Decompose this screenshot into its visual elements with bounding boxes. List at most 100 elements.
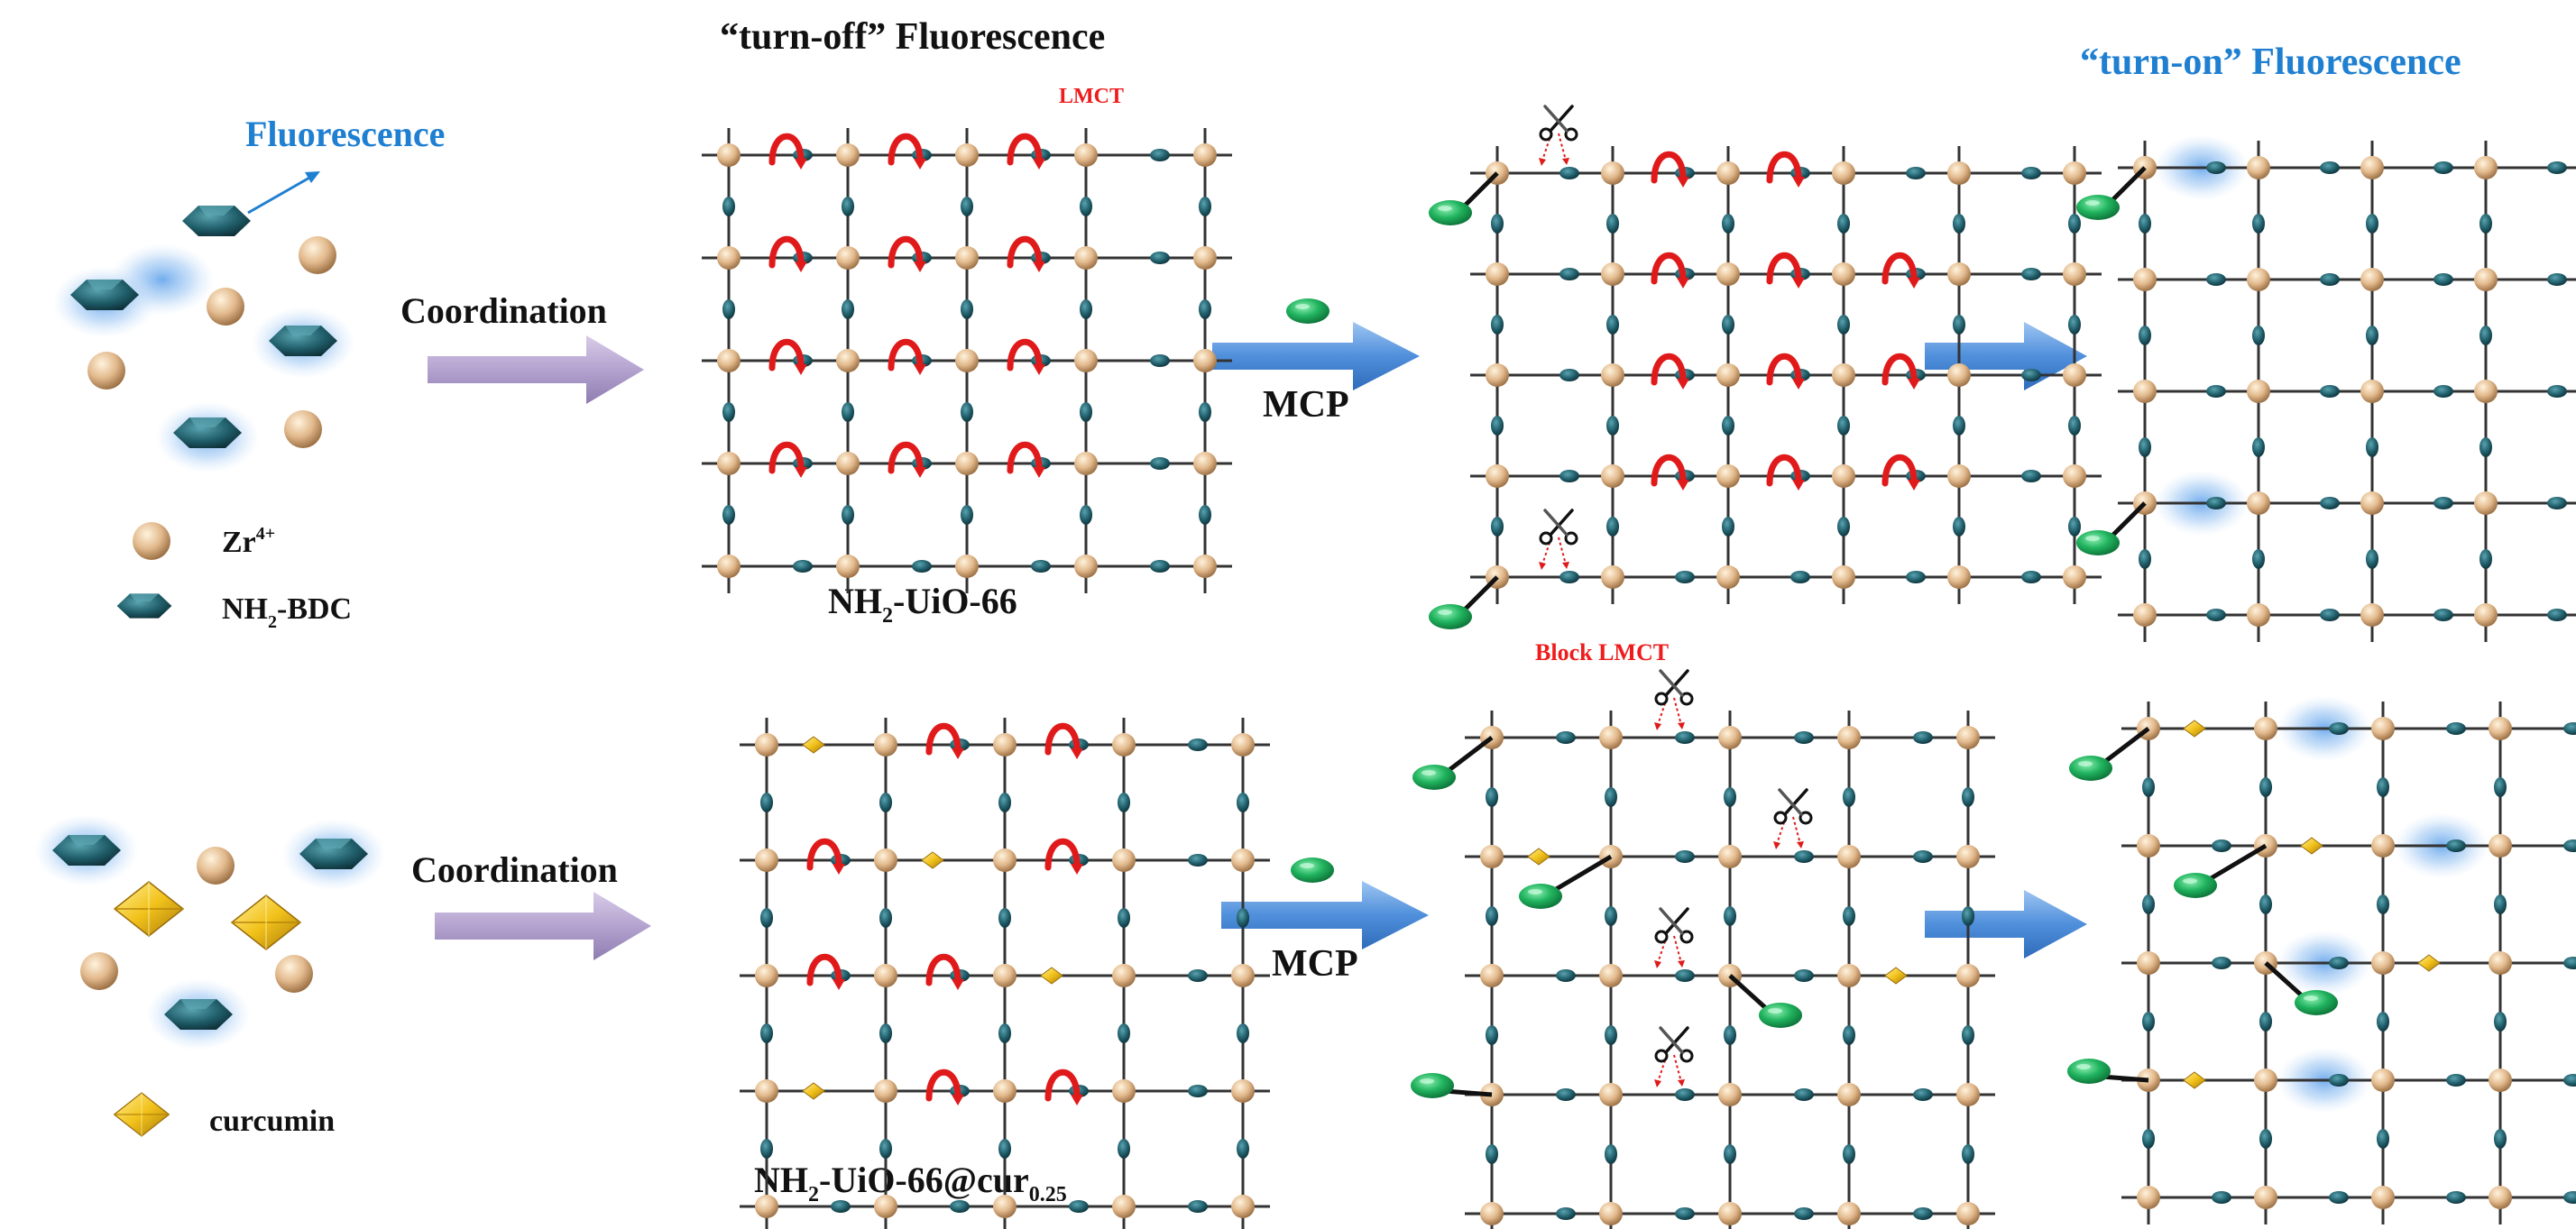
lmct-arc-icon bbox=[929, 1072, 964, 1105]
zr-node-icon bbox=[2063, 363, 2086, 387]
lmct-arc-icon bbox=[1885, 255, 1920, 289]
zr-sphere-icon bbox=[284, 410, 322, 448]
linker-icon bbox=[1559, 268, 1579, 280]
linker-icon bbox=[1491, 315, 1504, 335]
turn-off-heading: “turn-off” Fluorescence bbox=[720, 16, 1105, 58]
zr-node-icon bbox=[755, 1195, 778, 1218]
linker-icon bbox=[2021, 268, 2041, 280]
linker-icon bbox=[2139, 214, 2151, 234]
linker-icon bbox=[2547, 609, 2567, 621]
linker-icon bbox=[2068, 517, 2081, 537]
linker-icon bbox=[1605, 787, 1617, 807]
linker-icon bbox=[1031, 560, 1051, 573]
linker-icon bbox=[1722, 214, 1734, 234]
mcp-bond bbox=[2109, 166, 2147, 204]
zr-node-icon bbox=[1947, 161, 1971, 185]
linker-icon bbox=[2446, 1191, 2466, 1204]
linker-icon bbox=[998, 908, 1011, 928]
zr-node-icon bbox=[1832, 262, 1855, 286]
linker-icon bbox=[1913, 731, 1933, 744]
linker-icon bbox=[2329, 1191, 2349, 1204]
linker-icon bbox=[1080, 197, 1092, 216]
lmct-arc-icon bbox=[1654, 154, 1689, 188]
mcp-enzyme-icon bbox=[1286, 298, 1329, 324]
linker-icon bbox=[2259, 1012, 2272, 1032]
lmct-arc-icon bbox=[1770, 457, 1805, 491]
mcp-bond bbox=[2206, 843, 2268, 883]
zr-node-icon bbox=[1947, 464, 1971, 488]
zr-node-icon bbox=[993, 1195, 1017, 1218]
linker-icon bbox=[760, 1139, 773, 1159]
linker-icon bbox=[1722, 315, 1734, 335]
nh2-bdc-linker-icon bbox=[182, 206, 251, 236]
lmct-arc-icon bbox=[1885, 356, 1920, 390]
zr-node-icon bbox=[1718, 845, 1742, 868]
linker-icon bbox=[1724, 1144, 1736, 1164]
zr-node-icon bbox=[1837, 1202, 1861, 1225]
linker-icon bbox=[722, 505, 735, 525]
linker-icon bbox=[2377, 894, 2389, 914]
linker-icon bbox=[722, 197, 735, 216]
zr-node-icon bbox=[2247, 156, 2270, 179]
linker-icon bbox=[1559, 167, 1579, 179]
linker-icon bbox=[2206, 497, 2226, 509]
linker-icon bbox=[2252, 549, 2265, 569]
mcp-enzyme-icon bbox=[2174, 873, 2217, 898]
linker-icon bbox=[1237, 793, 1249, 812]
linker-icon bbox=[1486, 1144, 1498, 1164]
zr-node-icon bbox=[2489, 717, 2512, 740]
linker-icon bbox=[1080, 402, 1092, 422]
linker-icon bbox=[2494, 894, 2507, 914]
zr-node-icon bbox=[874, 964, 897, 987]
linker-icon bbox=[1150, 354, 1170, 367]
curcumin-icon bbox=[2417, 954, 2441, 972]
zr-node-icon bbox=[1074, 555, 1098, 578]
zr-node-icon bbox=[1231, 964, 1255, 987]
zr-node-icon bbox=[1231, 1195, 1255, 1218]
linker-icon bbox=[2142, 1129, 2155, 1149]
linker-icon bbox=[1150, 560, 1170, 573]
zr-node-icon bbox=[955, 246, 979, 270]
lmct-arc-icon bbox=[1010, 136, 1045, 170]
linker-icon bbox=[1953, 416, 1965, 436]
linker-icon bbox=[1605, 1144, 1617, 1164]
mcp-enzyme-icon bbox=[1411, 1073, 1454, 1098]
linker-icon bbox=[879, 793, 892, 812]
linker-icon bbox=[998, 793, 1011, 812]
linker-icon bbox=[2377, 777, 2389, 797]
block-lmct-label: Block LMCT bbox=[1535, 639, 1669, 665]
zr-sphere-icon bbox=[87, 352, 125, 390]
zr-node-icon bbox=[2360, 380, 2384, 403]
zr-node-icon bbox=[836, 452, 860, 475]
zr-node-icon bbox=[874, 1079, 897, 1103]
zr-node-icon bbox=[2371, 1186, 2395, 1209]
linker-icon bbox=[1605, 906, 1617, 926]
linker-icon bbox=[1675, 969, 1695, 982]
zr-node-icon bbox=[993, 1079, 1017, 1103]
linker-icon bbox=[2021, 167, 2041, 179]
zr-node-icon bbox=[1074, 452, 1098, 475]
legend-curcumin-label: curcumin bbox=[209, 1105, 335, 1138]
zr-node-icon bbox=[1718, 1202, 1742, 1225]
linker-icon bbox=[961, 402, 973, 422]
linker-icon bbox=[842, 505, 854, 525]
lmct-label: LMCT bbox=[1059, 85, 1124, 108]
linker-icon bbox=[1794, 731, 1814, 744]
zr-sphere-icon bbox=[197, 847, 235, 885]
linker-icon bbox=[2068, 315, 2081, 335]
zr-node-icon bbox=[1601, 262, 1624, 286]
mcp-bond bbox=[2109, 501, 2147, 539]
linker-icon bbox=[1953, 315, 1965, 335]
mcp-enzyme-icon bbox=[1291, 858, 1334, 883]
linker-icon bbox=[879, 908, 892, 928]
linker-icon bbox=[2547, 273, 2567, 286]
curcumin-icon bbox=[2300, 837, 2323, 855]
zr-sphere-icon bbox=[299, 236, 336, 274]
linker-icon bbox=[1118, 908, 1130, 928]
zr-node-icon bbox=[1718, 1083, 1742, 1106]
linker-icon bbox=[2259, 1129, 2272, 1149]
grid-panel-top-2 bbox=[1429, 105, 2102, 629]
linker-icon bbox=[2547, 497, 2567, 509]
linker-icon bbox=[1675, 571, 1695, 583]
